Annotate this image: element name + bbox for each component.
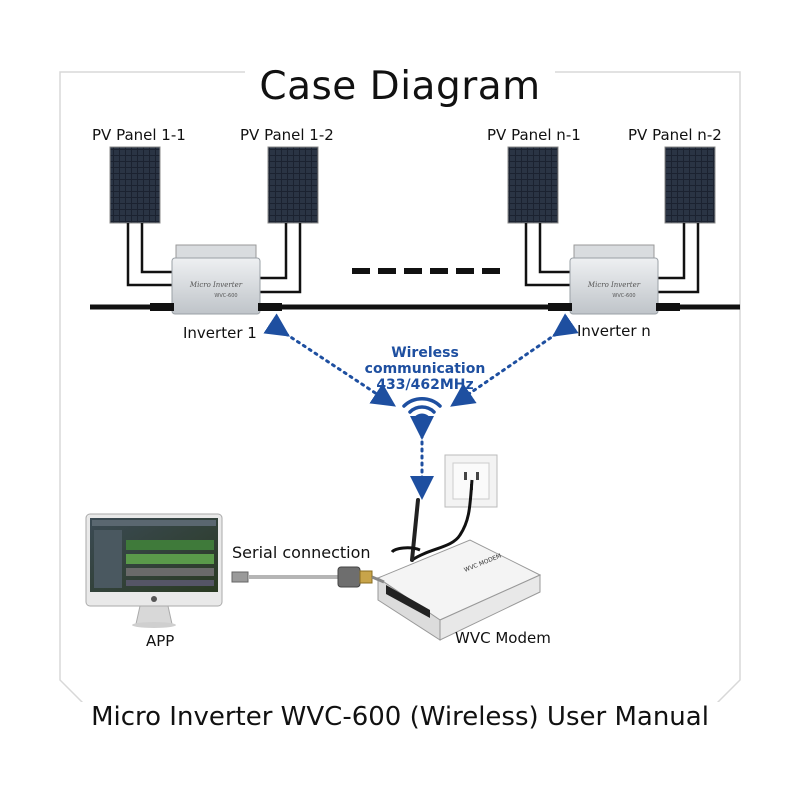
- pv-panel-n-2-label: PV Panel n-2: [628, 126, 722, 144]
- inverter-1-icon: Micro Inverter WVC-600: [150, 244, 282, 315]
- computer-monitor-icon: [85, 513, 223, 628]
- wireless-label-line1: Wireless communication: [364, 345, 486, 377]
- inverter-n-label: Inverter n: [577, 322, 651, 340]
- pv-panel-n-1-label: PV Panel n-1: [487, 126, 581, 144]
- app-label: APP: [146, 632, 175, 650]
- diagram-title-text: Case Diagram: [245, 64, 555, 109]
- pv-panel-n-2-icon: [664, 146, 716, 224]
- dc-cables-left: [126, 223, 302, 294]
- continuation-dashes: [352, 268, 500, 274]
- wireless-links: [263, 313, 579, 500]
- wall-socket-icon: [411, 454, 498, 562]
- dc-cables-right: [524, 223, 700, 294]
- pv-panel-1-2-icon: [267, 146, 319, 224]
- inverter-n-icon: Micro Inverter WVC-600: [548, 244, 680, 315]
- pv-panel-n-1-icon: [507, 146, 559, 224]
- wvc-modem-label: WVC Modem: [455, 629, 551, 647]
- inverter-1-label: Inverter 1: [183, 324, 257, 342]
- serial-cable: [231, 566, 385, 588]
- inverter-1-model: WVC-600: [214, 293, 237, 299]
- wireless-label-line2: 433/462MHz: [376, 377, 474, 393]
- diagram-title: Case Diagram: [0, 64, 800, 109]
- wireless-label: Wireless communication 433/462MHz: [330, 345, 520, 393]
- manual-footer-text: Micro Inverter WVC-600 (Wireless) User M…: [81, 702, 719, 732]
- inverter-n-brand: Micro Inverter: [587, 281, 641, 289]
- wireless-signal-icon: [402, 397, 442, 426]
- pv-panel-1-1-icon: [109, 146, 161, 224]
- manual-footer: Micro Inverter WVC-600 (Wireless) User M…: [0, 702, 800, 732]
- serial-connection-label: Serial connection: [232, 543, 371, 562]
- wvc-modem-icon: WVC MODEM: [376, 498, 542, 641]
- pv-panel-1-2-label: PV Panel 1-2: [240, 126, 334, 144]
- inverter-n-model: WVC-600: [612, 293, 635, 299]
- pv-panel-1-1-label: PV Panel 1-1: [92, 126, 186, 144]
- inverter-1-brand: Micro Inverter: [189, 281, 243, 289]
